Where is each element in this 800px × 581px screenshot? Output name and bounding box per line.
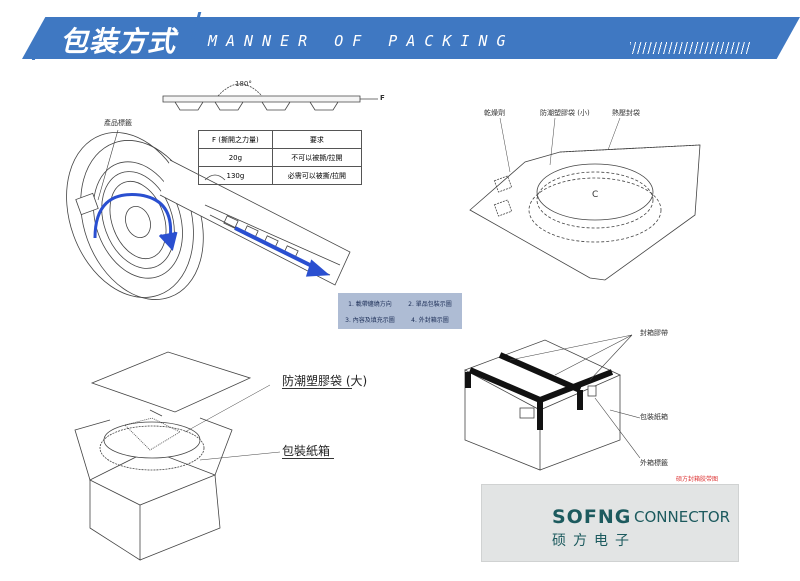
banner-hatch	[630, 42, 750, 54]
table-cell: 必需可以被撕/拉開	[271, 166, 363, 185]
force-table: F (撕開之力量) 要求 20g 不可以被撕/拉開 130g 必需可以被撕/拉開	[198, 130, 363, 185]
table-cell: 不可以被撕/拉開	[271, 148, 363, 167]
small-bag-label: 防潮塑膠袋 (小)	[540, 109, 590, 117]
table-cell: 20g	[198, 148, 273, 167]
logo-brand: SOFNG	[552, 506, 632, 528]
legend-item: 3. 內容及填充示圖	[345, 316, 395, 324]
desiccant-label: 乾燥劑	[484, 109, 505, 117]
open-carton-diagram	[74, 351, 281, 561]
angle-label: 180°	[235, 80, 252, 88]
table-row: 20g 不可以被撕/拉開	[198, 148, 363, 167]
page-subtitle: MANNER OF PACKING	[208, 32, 515, 50]
tape-diagram-caption: 硕方封箱胶带图	[676, 476, 719, 483]
page-title: 包装方式	[60, 25, 177, 58]
sealed-carton-label: 包裝紙箱	[640, 413, 668, 421]
legend-item: 2. 單品包裝示圖	[408, 300, 452, 308]
legend-item: 4. 外封箱示圖	[411, 316, 449, 324]
header-banner: 包装方式 MANNER OF PACKING	[0, 0, 800, 62]
winding-arrow	[93, 193, 330, 277]
sofng-logo-card: SOFNG CONNECTOR 硕方电子	[481, 484, 739, 562]
seal-bag-label: 熱壓封袋	[612, 109, 640, 117]
bag-diagram	[469, 117, 701, 281]
legend-item: 1. 載帶纏繞方向	[348, 300, 392, 308]
tape-label: 封箱膠帶	[640, 329, 668, 337]
table-row: 130g 必需可以被撕/拉開	[198, 166, 363, 185]
label-underline	[282, 458, 334, 459]
logo-suffix: CONNECTOR	[634, 508, 731, 526]
product-label-caption: 產品標籤	[104, 119, 132, 127]
table-header: F (撕開之力量)	[198, 130, 273, 149]
center-mark: C	[592, 190, 599, 200]
table-cell: 130g	[198, 166, 273, 185]
carton-label: 包裝紙箱	[282, 444, 331, 458]
sealed-carton-diagram	[464, 334, 641, 471]
outer-label: 外箱標籤	[640, 459, 668, 467]
large-bag-label: 防潮塑膠袋 (大)	[282, 374, 368, 388]
label-underline	[282, 388, 352, 389]
reel-diagram	[66, 83, 378, 300]
legend-box: 1. 載帶纏繞方向 2. 單品包裝示圖 3. 內容及填充示圖 4. 外封箱示圖	[338, 293, 462, 329]
table-header: 要求	[271, 130, 363, 149]
logo-cn: 硕方电子	[552, 533, 636, 549]
force-label: F	[380, 94, 385, 102]
